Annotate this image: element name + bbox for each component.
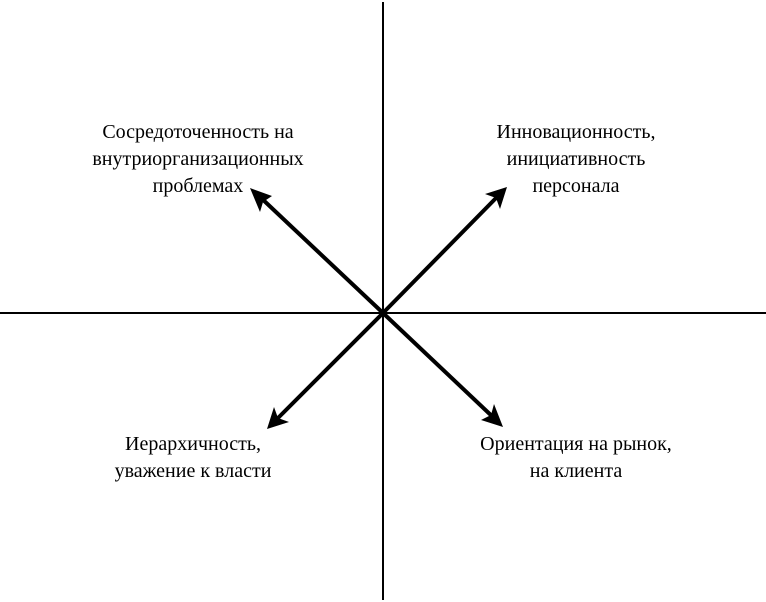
arrowhead-bottom-left [267,407,289,429]
arrowhead-bottom-right [481,404,503,427]
label-bottom-left-line-1: Иерархичность, [125,433,261,455]
label-top-right-line-1: Инновационность, [496,121,656,143]
arrow-bottom-left [273,311,385,423]
arrowhead-top-left [250,188,272,212]
label-top-left-line-2: внутриорганизационных [92,148,304,170]
label-bottom-left-line-2: уважение к власти [114,460,272,482]
label-bottom-left: Иерархичность, уважение к власти [78,431,308,485]
label-bottom-right-line-2: на клиента [529,460,623,482]
label-bottom-right: Ориентация на рынок, на клиента [458,431,694,485]
arrow-top-right [381,193,501,315]
label-bottom-right-line-1: Ориентация на рынок, [480,433,672,455]
label-top-left-line-3: проблемах [152,175,244,197]
label-top-right-line-3: персонала [532,175,620,197]
label-top-right: Инновационность, инициативность персонал… [456,119,696,200]
arrow-top-left [257,194,385,315]
label-top-left: Сосредоточенность на внутриорганизационн… [58,119,338,200]
arrowhead-top-right [485,187,507,209]
label-top-left-line-1: Сосредоточенность на [102,121,294,143]
label-top-right-line-2: инициативность [506,148,646,170]
arrow-bottom-right [381,311,497,421]
